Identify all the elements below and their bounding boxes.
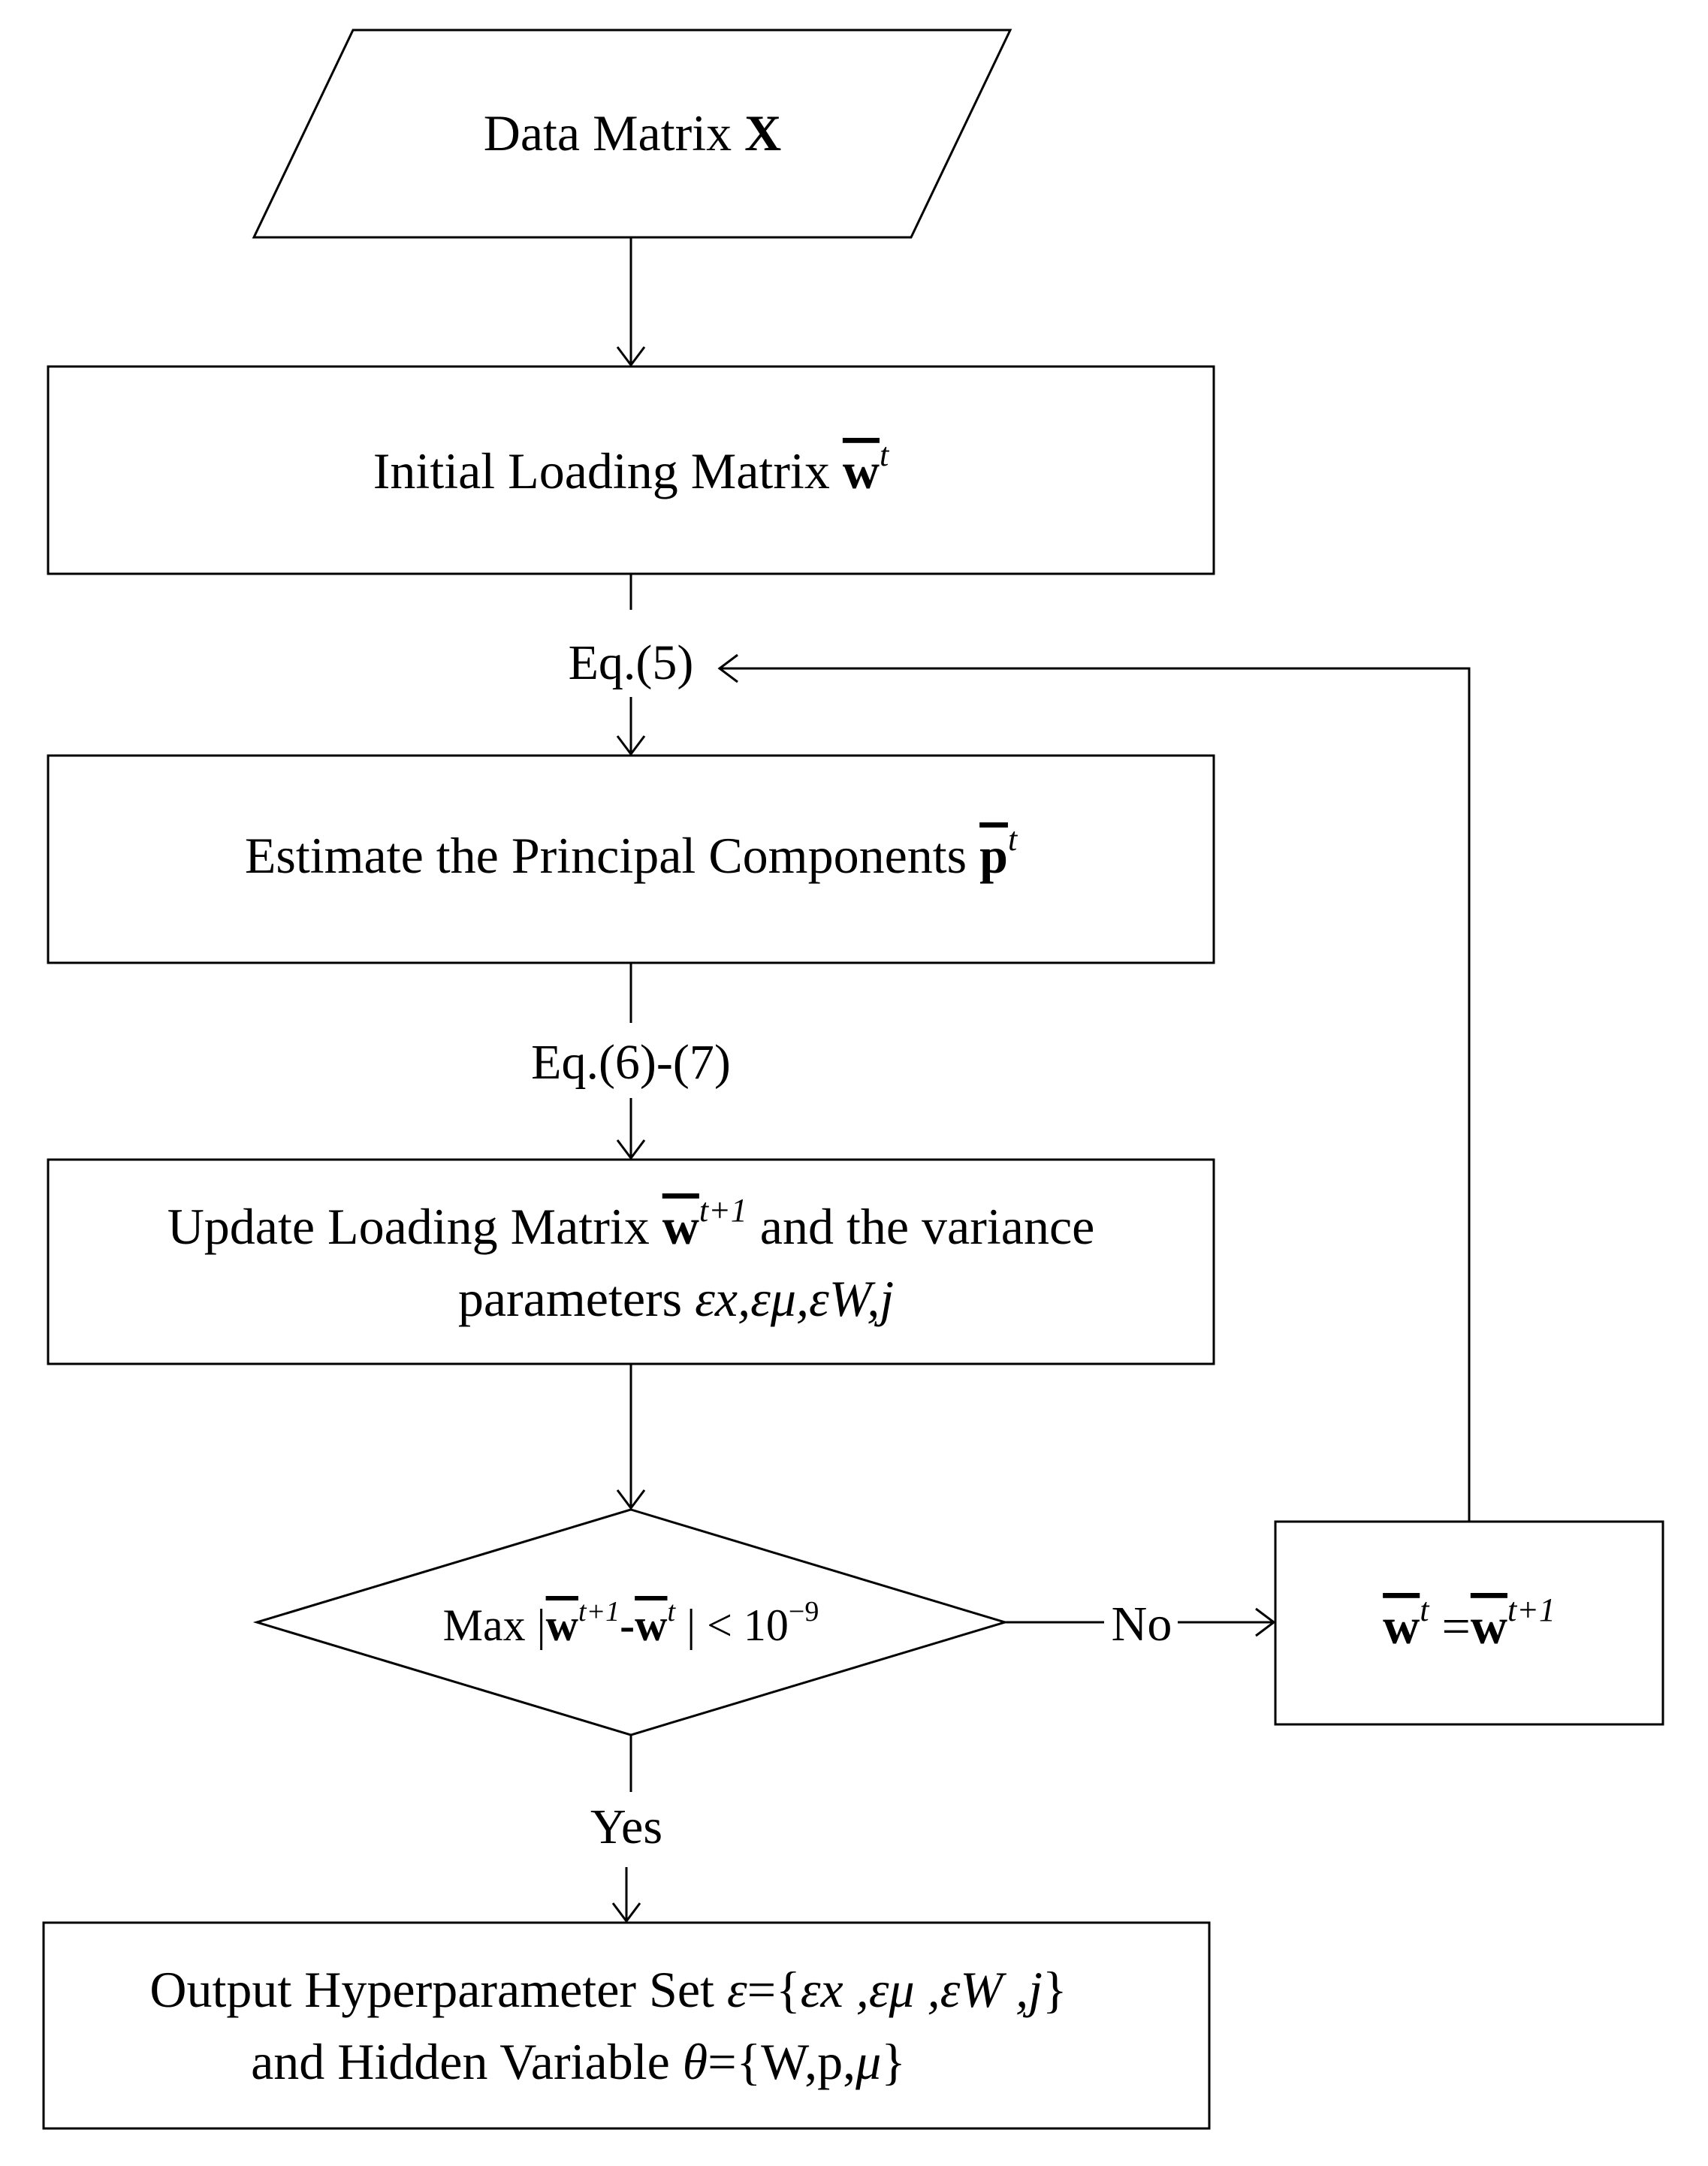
estimate-pc-pre: Estimate the Principal Components (245, 827, 979, 884)
init-loading-pre: Initial Loading Matrix (373, 442, 843, 499)
arrowhead-yes-to-output (611, 1902, 641, 1923)
output-line1-eps: ε (727, 1961, 747, 2018)
estimate-pc-bold: p (979, 827, 1008, 884)
arrowhead-eq67-to-update (616, 1139, 646, 1160)
output-line1-eq: ={ (747, 1961, 801, 2018)
output-line2-close: } (881, 2033, 906, 2090)
assign-sup1: t (1420, 1591, 1430, 1628)
decision-post: < 10 (707, 1600, 789, 1650)
estimate-pc-label: Estimate the Principal Components pt (245, 821, 1018, 884)
label-eq5: Eq.(5) (569, 635, 694, 690)
init-loading-sup: t (880, 436, 890, 473)
decision-bold1: w (546, 1600, 579, 1650)
convergence-decision-label: Max |wt+1-wt | < 10−9 (443, 1596, 819, 1650)
update-line1-sup: t+1 (699, 1192, 747, 1229)
assign-box (1274, 1520, 1664, 1726)
assign-eq: = (1429, 1597, 1470, 1655)
update-line1-post: and the variance (747, 1198, 1095, 1255)
update-line1-bold: w (662, 1198, 699, 1255)
assign-bold2: w (1471, 1597, 1507, 1655)
update-line2-pre: parameters (458, 1270, 695, 1327)
arrowhead-loop-to-eq5 (717, 653, 738, 683)
update-line1-pre: Update Loading Matrix (167, 1198, 662, 1255)
update-line1: Update Loading Matrix wt+1 and the varia… (167, 1192, 1095, 1255)
output-line2-theta: θ (683, 2033, 708, 2090)
update-line2-math: εx,εμ,εW,j (695, 1270, 894, 1327)
arrowhead-eq5-to-estimate (616, 735, 646, 756)
estimate-pc-sup: t (1008, 821, 1018, 858)
decision-bold2: w (635, 1600, 668, 1650)
assign-label: wt =wt+1 (1383, 1591, 1556, 1655)
output-box (42, 1921, 1211, 2130)
decision-pre: Max (443, 1600, 526, 1650)
decision-minus: - (620, 1600, 635, 1650)
init-loading-box (47, 365, 1215, 575)
label-no: No (1112, 1597, 1172, 1652)
init-loading-bold: w (843, 442, 880, 499)
decision-exp: −9 (789, 1596, 819, 1628)
assign-bold1: w (1383, 1597, 1420, 1655)
assign-sup2: t+1 (1507, 1591, 1556, 1628)
edge-assign-loop-back (720, 667, 1471, 1522)
output-line1: Output Hyperparameter Set ε={εx ,εμ ,εW … (149, 1961, 1067, 2018)
input-parallelogram (252, 29, 1012, 239)
arrowhead-no-to-assign (1255, 1607, 1276, 1637)
decision-sup1: t+1 (578, 1596, 620, 1628)
output-line1-math: εx ,εμ ,εW ,j (801, 1961, 1043, 2018)
arrowhead-input-to-init (616, 346, 646, 367)
label-eq67: Eq.(6)-(7) (531, 1035, 731, 1090)
output-line2-eq: ={W,p, (708, 2033, 856, 2090)
arrowhead-update-to-decision (616, 1489, 646, 1510)
update-loading-box (47, 1158, 1215, 1365)
label-yes: Yes (590, 1799, 662, 1854)
output-line2: and Hidden Variable θ={W,p,μ} (251, 2033, 906, 2090)
input-label: Data Matrix X (484, 104, 782, 161)
input-label-pre: Data Matrix (484, 104, 744, 161)
input-label-bold: X (744, 104, 781, 161)
output-line2-mu: μ (855, 2033, 881, 2090)
output-line1-pre: Output Hyperparameter Set (149, 1961, 727, 2018)
output-line2-pre: and Hidden Variable (251, 2033, 683, 2090)
init-loading-label: Initial Loading Matrix wt (373, 436, 890, 499)
update-line2: parameters εx,εμ,εW,j (458, 1270, 894, 1327)
output-line1-close: } (1043, 1961, 1067, 2018)
decision-sup2: t (668, 1596, 677, 1628)
